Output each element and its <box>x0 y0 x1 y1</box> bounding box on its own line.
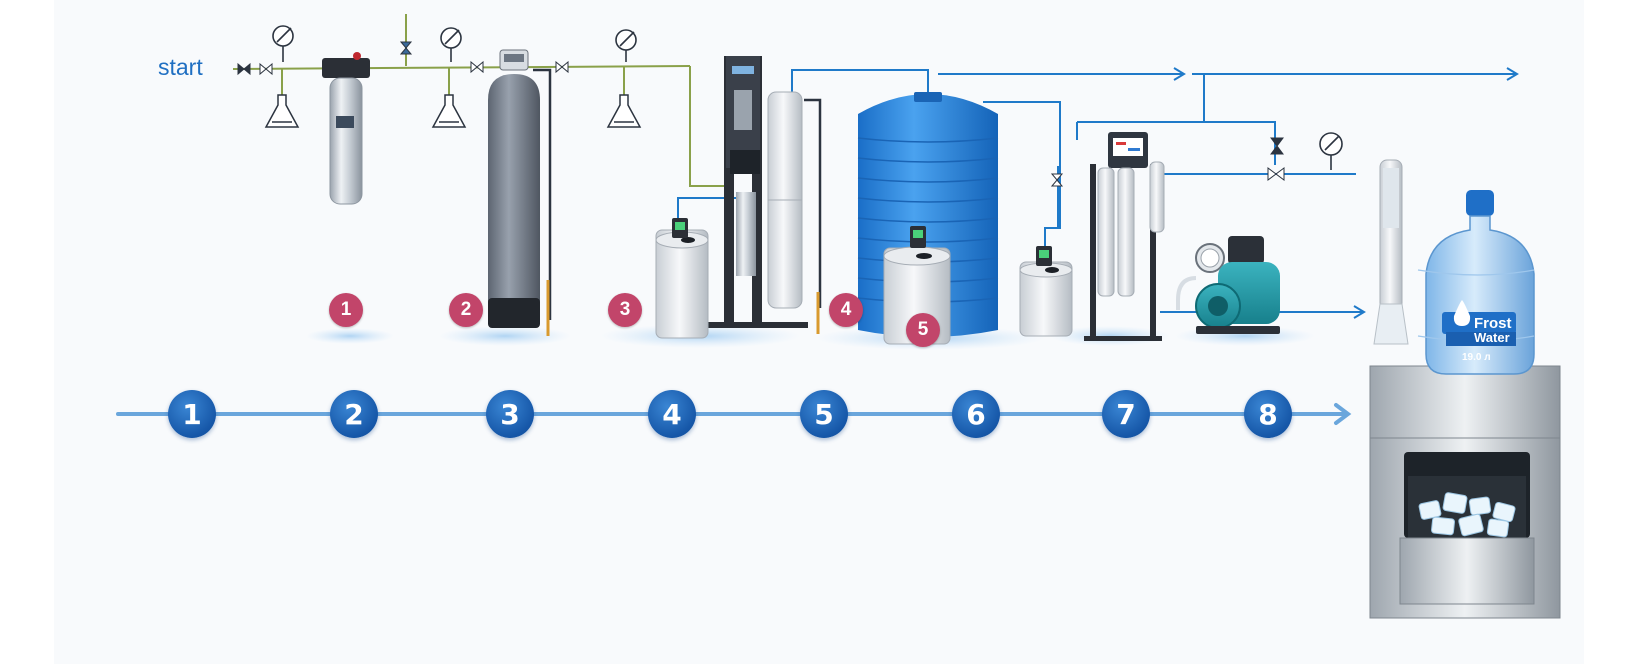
process-step-7: 7 <box>1102 390 1150 438</box>
process-step-6: 6 <box>952 390 1000 438</box>
process-step-4: 4 <box>648 390 696 438</box>
bottle-brand-line2: Water <box>1474 330 1510 345</box>
equipment-badge-5: 5 <box>906 313 940 347</box>
dosing-tank-3 <box>1019 246 1073 337</box>
start-label: start <box>158 54 203 80</box>
valve-icons <box>237 41 1285 187</box>
equipment-badge-1: 1 <box>329 293 363 327</box>
floor-shadows <box>306 324 1315 350</box>
process-step-8: 8 <box>1244 390 1292 438</box>
process-step-1: 1 <box>168 390 216 438</box>
dosing-tank-1 <box>655 218 709 339</box>
equipment-badge-3: 3 <box>608 293 642 327</box>
bottle-brand-line1: Frost <box>1474 315 1512 332</box>
water-bottle <box>1417 190 1535 375</box>
supply-pipes <box>232 14 726 187</box>
sample-flask-icons <box>264 94 642 128</box>
timeline <box>116 403 1352 425</box>
reverse-osmosis-unit <box>708 56 808 328</box>
flow-arrows <box>1173 67 1519 319</box>
drain-lines <box>546 280 820 336</box>
ice-machine <box>1369 365 1561 619</box>
fine-filtration-unit <box>1084 132 1165 341</box>
process-step-2: 2 <box>330 390 378 438</box>
softener-vessel <box>488 49 540 328</box>
process-step-5: 5 <box>800 390 848 438</box>
final-filter-column <box>1373 159 1409 345</box>
pressure-gauge-icons <box>272 25 1343 170</box>
equipment-badge-4: 4 <box>829 293 863 327</box>
booster-pump <box>1176 236 1280 334</box>
cartridge-prefilter <box>322 52 370 205</box>
control-cables <box>533 68 822 320</box>
process-step-3: 3 <box>486 390 534 438</box>
equipment-badge-2: 2 <box>449 293 483 327</box>
bottle-volume-label: 19.0 л <box>1462 352 1491 363</box>
